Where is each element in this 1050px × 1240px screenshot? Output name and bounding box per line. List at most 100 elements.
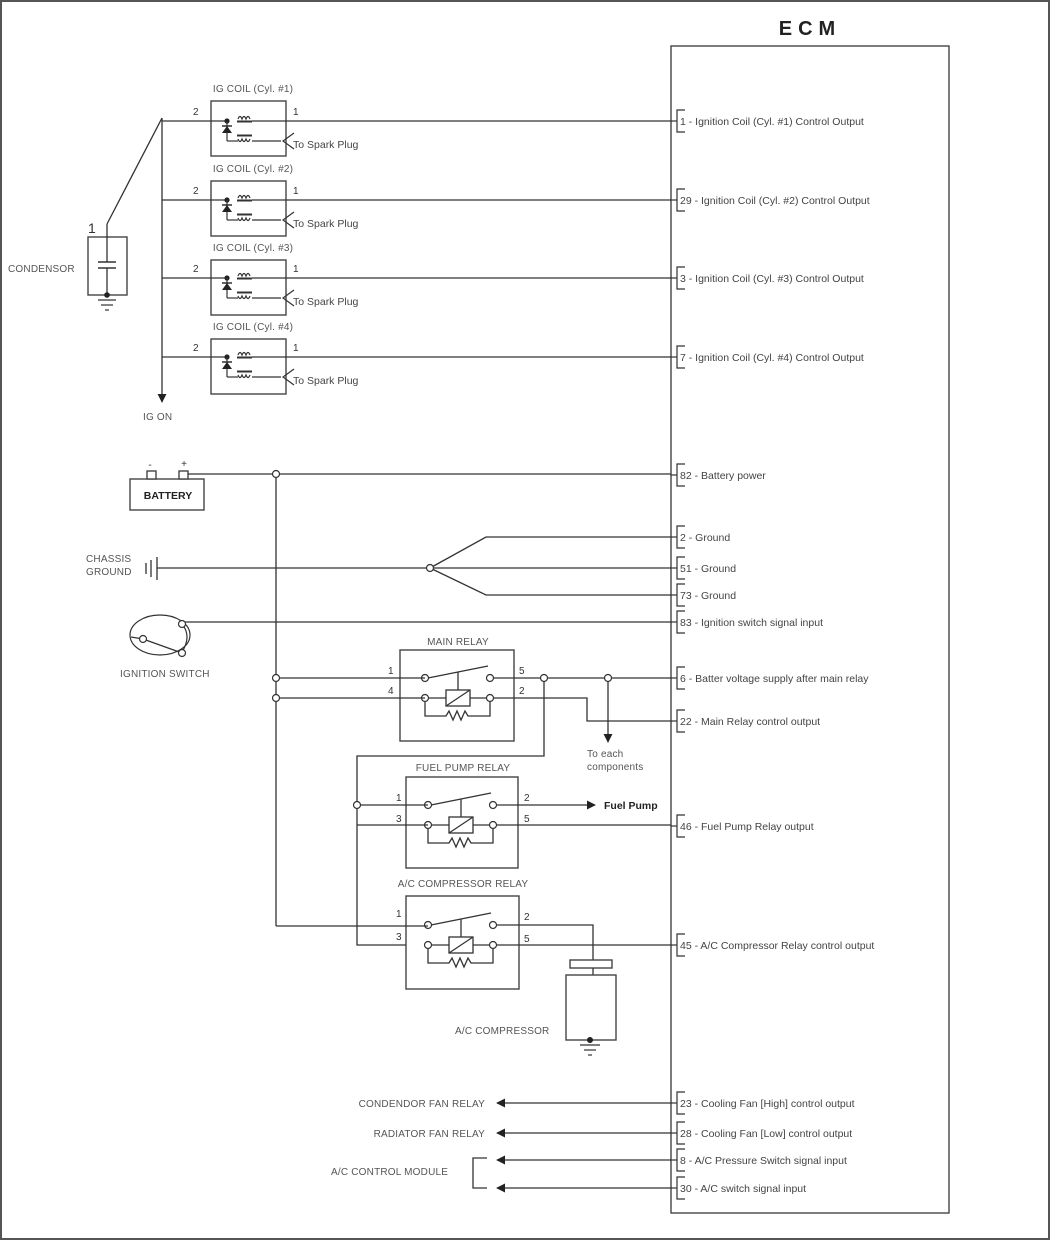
junction <box>603 673 613 683</box>
ig-coil-box <box>210 259 287 316</box>
condensor-wire <box>106 117 163 225</box>
ecm-pin-label: 30 - A/C switch signal input <box>680 1183 806 1195</box>
junction <box>271 693 281 703</box>
radiator-fan-label: RADIATOR FAN RELAY <box>374 1129 486 1140</box>
ac-compressor-label: A/C COMPRESSOR <box>455 1026 549 1037</box>
battery-junction <box>271 469 281 479</box>
ac-control-module-label: A/C CONTROL MODULE <box>331 1167 448 1178</box>
ig-coil-box <box>210 180 287 237</box>
to-each-label-2: components <box>587 762 643 773</box>
condensor-label: CONDENSOR <box>8 264 75 275</box>
ground-junction <box>425 563 435 573</box>
coil-pin-1: 1 <box>293 107 299 118</box>
main-relay-pin-2: 2 <box>519 686 525 697</box>
ecm-pin: 23 - Cooling Fan [High] control output <box>671 1091 855 1115</box>
chassis-ground-icon <box>145 557 158 580</box>
battery: - + BATTERY <box>129 459 205 511</box>
ecm-pin-label: 7 - Ignition Coil (Cyl. #4) Control Outp… <box>680 352 864 364</box>
ac-relay-pin-3: 3 <box>396 932 402 943</box>
ecm-pin: 73 - Ground <box>671 583 736 607</box>
junction <box>271 673 281 683</box>
condensor-pin: 1 <box>88 220 96 236</box>
ecm-pin-label: 28 - Cooling Fan [Low] control output <box>680 1128 852 1140</box>
ig-coil: IG COIL (Cyl. #1) 2 1 To Spark Plug <box>162 84 671 157</box>
ecm-pin-label: 8 - A/C Pressure Switch signal input <box>680 1155 847 1167</box>
ecm-pin: 29 - Ignition Coil (Cyl. #2) Control Out… <box>671 188 870 212</box>
ground-wire-73 <box>429 567 671 596</box>
junction <box>539 673 549 683</box>
ground-wire-2 <box>429 536 671 569</box>
ig-coil-title: IG COIL (Cyl. #4) <box>213 322 293 333</box>
ecm-box <box>670 45 950 1214</box>
ecm-pin-label: 29 - Ignition Coil (Cyl. #2) Control Out… <box>680 195 870 207</box>
ig-coil-box <box>210 338 287 395</box>
ecm-pin-label: 23 - Cooling Fan [High] control output <box>680 1098 855 1110</box>
ac-relay-pin-2: 2 <box>524 912 530 923</box>
ecm-pin: 7 - Ignition Coil (Cyl. #4) Control Outp… <box>671 345 864 369</box>
ig-coil-title: IG COIL (Cyl. #3) <box>213 243 293 254</box>
ecm-pin: 2 - Ground <box>671 525 730 549</box>
ignition-switch-icon <box>129 614 191 658</box>
spark-plug-label: To Spark Plug <box>293 139 359 151</box>
coil-pin-2: 2 <box>193 107 199 118</box>
ecm-pin: 30 - A/C switch signal input <box>671 1176 806 1200</box>
fuel-pump-relay-pin-2: 2 <box>524 793 530 804</box>
coil-pin-1: 1 <box>293 264 299 275</box>
fuel-pump-relay-pin-5: 5 <box>524 814 530 825</box>
spark-plug-label: To Spark Plug <box>293 375 359 387</box>
ecm-pin: 83 - Ignition switch signal input <box>671 610 823 634</box>
main-relay-pin-4: 4 <box>388 686 394 697</box>
ecm-pin: 1 - Ignition Coil (Cyl. #1) Control Outp… <box>671 109 864 133</box>
ecm-pin: 45 - A/C Compressor Relay control output <box>671 933 874 957</box>
ignition-switch-label: IGNITION SWITCH <box>120 669 210 680</box>
ecm-pin-list: 1 - Ignition Coil (Cyl. #1) Control Outp… <box>671 109 874 1200</box>
coil-pin-2: 2 <box>193 343 199 354</box>
coil-pin-2: 2 <box>193 186 199 197</box>
junction <box>352 800 362 810</box>
fuel-pump-label: Fuel Pump <box>604 800 658 812</box>
fuel-pump-relay-pin-3: 3 <box>396 814 402 825</box>
ecm-pin: 8 - A/C Pressure Switch signal input <box>671 1148 847 1172</box>
battery-label: BATTERY <box>144 490 192 502</box>
ecm-pin: 28 - Cooling Fan [Low] control output <box>671 1121 852 1145</box>
fuel-pump-relay-pin-1: 1 <box>396 793 402 804</box>
ig-coil-box <box>210 100 287 157</box>
ecm-pin-label: 6 - Batter voltage supply after main rel… <box>680 673 869 685</box>
main-relay-title: MAIN RELAY <box>427 637 489 648</box>
ecm-pin-label: 45 - A/C Compressor Relay control output <box>680 940 874 952</box>
chassis-ground-label-2: GROUND <box>86 567 132 578</box>
ac-relay-title: A/C COMPRESSOR RELAY <box>398 879 529 890</box>
coil-pin-1: 1 <box>293 186 299 197</box>
spark-plug-label: To Spark Plug <box>293 296 359 308</box>
battery-neg-label: - <box>148 460 151 471</box>
ecm-pin: 6 - Batter voltage supply after main rel… <box>671 666 869 690</box>
ac-control-bracket <box>472 1157 487 1189</box>
ecm-pin: 82 - Battery power <box>671 463 766 487</box>
ecm-pin-label: 1 - Ignition Coil (Cyl. #1) Control Outp… <box>680 116 864 128</box>
ig-coil-title: IG COIL (Cyl. #2) <box>213 164 293 175</box>
ac-compressor-icon <box>565 959 617 1056</box>
coil-pin-1: 1 <box>293 343 299 354</box>
main-relay-pin-5: 5 <box>519 666 525 677</box>
to-each-label-1: To each <box>587 749 623 760</box>
ig-coil-title: IG COIL (Cyl. #1) <box>213 84 293 95</box>
ac-compressor-feed-wire <box>496 924 594 960</box>
ig-coil: IG COIL (Cyl. #4) 2 1 To Spark Plug <box>162 322 671 395</box>
ecm-title: ECM <box>779 18 841 40</box>
ecm-pin: 22 - Main Relay control output <box>671 709 820 733</box>
condendor-fan-label: CONDENDOR FAN RELAY <box>359 1099 486 1110</box>
ecm-pin-label: 22 - Main Relay control output <box>680 716 820 728</box>
ecm-pin-label: 3 - Ignition Coil (Cyl. #3) Control Outp… <box>680 273 864 285</box>
main-relay-control-wire <box>493 697 671 722</box>
ecm-pin: 51 - Ground <box>671 556 736 580</box>
chassis-ground-label-1: CHASSIS <box>86 554 131 565</box>
main-relay-pin-1: 1 <box>388 666 394 677</box>
ecm-pin: 3 - Ignition Coil (Cyl. #3) Control Outp… <box>671 266 864 290</box>
ig-on-label: IG ON <box>143 412 172 423</box>
ac-relay-pin-5: 5 <box>524 934 530 945</box>
main-relay-feed-wire <box>356 681 545 946</box>
